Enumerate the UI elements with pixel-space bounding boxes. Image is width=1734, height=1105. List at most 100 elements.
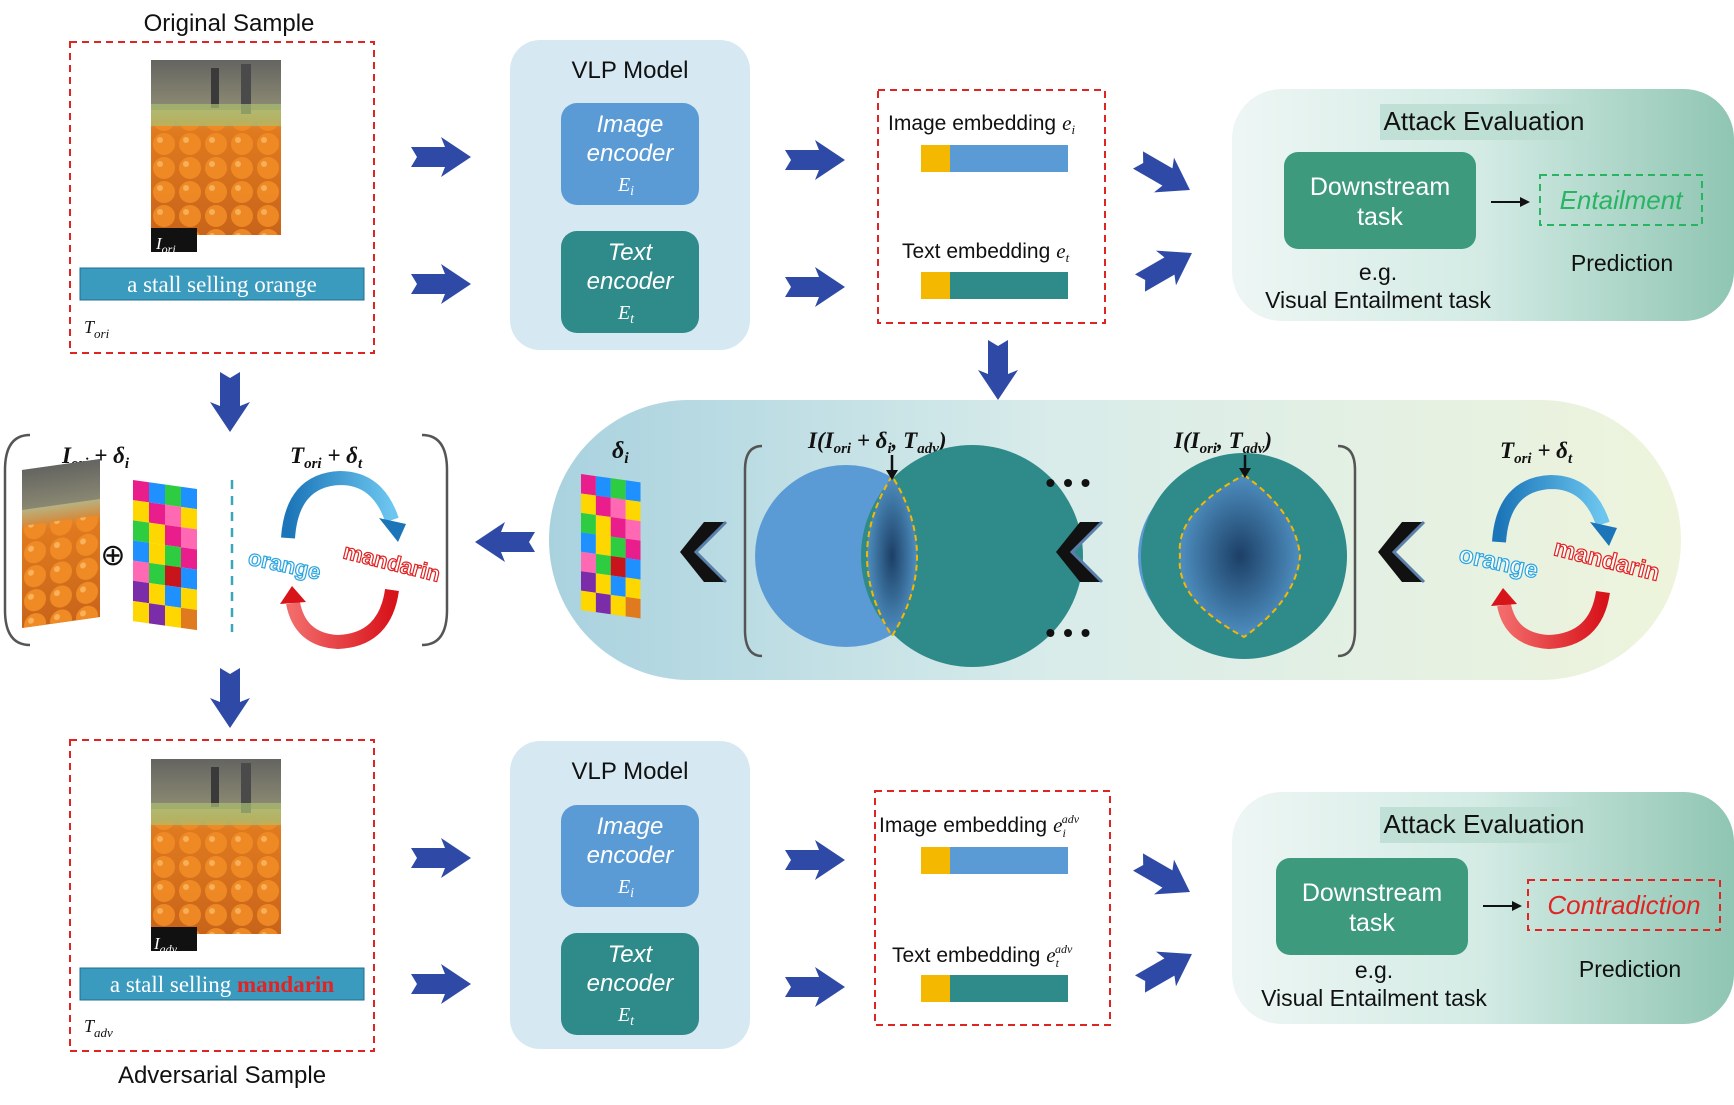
arrow-image-encoder-to-embed-bottom: [785, 840, 845, 880]
text-encoder-top-line2: encoder: [587, 268, 675, 295]
original-text-label: Tori: [84, 317, 110, 341]
arrow-text-to-vlp-bottom: [411, 964, 471, 1004]
vlp-bottom-title: VLP Model: [572, 758, 689, 785]
perturb-blue-curve-head: [379, 518, 406, 542]
pipeline-patch-grid: [581, 474, 641, 619]
prediction-label-bottom: Prediction: [1579, 956, 1681, 982]
downstream-task-top-line1: Downstream: [1310, 173, 1450, 201]
perturb-red-curve: [286, 588, 399, 650]
mi-label-1: I(Iori + δi, Tadv): [807, 428, 947, 457]
downstream-task-top-line2: task: [1357, 203, 1403, 231]
image-embedding-bottom-bar: [950, 847, 1068, 874]
adversarial-text-label: Tadv: [84, 1016, 113, 1040]
image-embedding-bottom-bar-head: [921, 847, 950, 874]
arrow-image-embed-to-eval-top: [1128, 142, 1200, 208]
venn1-text-circle: [861, 445, 1083, 667]
arrow-original-to-perturb: [210, 372, 250, 432]
venn2-intersection: [1178, 473, 1302, 639]
prediction-box-top: [1539, 174, 1703, 226]
image-encoder-top-line2: encoder: [587, 140, 675, 167]
arrow-pipeline-to-perturb: [475, 522, 535, 562]
image-encoder-top-symbol: Ei: [617, 174, 634, 199]
text-encoder-bottom-line1: Text: [608, 941, 654, 968]
eg-task-top: Visual Entailment task: [1265, 287, 1491, 313]
arrow-perturb-to-adversarial: [210, 668, 250, 728]
original-image-label: Iori: [155, 234, 176, 256]
image-encoder-top: [561, 103, 699, 205]
attack-eval-top-title: Attack Evaluation: [1384, 106, 1585, 136]
perturb-word-orange: orange: [246, 545, 323, 585]
delta-i-label: δi: [612, 438, 629, 467]
text-embedding-top-bar-head: [921, 272, 950, 299]
adversarial-sample-box: [69, 739, 375, 1052]
mi-label-2: I(Iori, Tadv): [1173, 428, 1272, 457]
image-embedding-top-bar-head: [921, 145, 950, 172]
pipeline-red-curve: [1497, 590, 1610, 650]
original-sample-box: [69, 41, 375, 354]
arrow-text-encoder-to-embed-bottom: [785, 967, 845, 1007]
embedding-box-top: [877, 89, 1106, 324]
arrow-image-encoder-to-embed-top: [785, 140, 845, 180]
eg-bottom: e.g.: [1355, 957, 1393, 983]
perturb-red-curve-head: [280, 586, 306, 604]
arrow-text-encoder-to-embed-top: [785, 267, 845, 307]
venn1-intersection: [866, 474, 918, 638]
arrow-text-to-vlp-top: [411, 264, 471, 304]
prediction-box-bottom: [1527, 879, 1721, 931]
perturb-patch-grid: [133, 480, 197, 631]
embedding-box-bottom: [874, 790, 1111, 1026]
text-encoder-top: [561, 231, 699, 333]
eg-top: e.g.: [1359, 259, 1397, 285]
arrow-image-embed-to-eval-bottom: [1128, 844, 1200, 910]
adversarial-caption-bar: [79, 967, 365, 1001]
arrow-image-to-vlp-bottom: [411, 838, 471, 878]
adversarial-caption: a stall selling mandarin: [110, 972, 334, 997]
perturb-text-label: Tori + δt: [290, 443, 363, 472]
attack-eval-bottom-title-bg: [1380, 807, 1590, 843]
text-embedding-top-bar: [950, 272, 1068, 299]
image-encoder-bottom-line2: encoder: [587, 842, 675, 869]
eg-task-bottom: Visual Entailment task: [1261, 985, 1487, 1011]
attack-eval-bottom-title: Attack Evaluation: [1384, 809, 1585, 839]
vlp-top-title: VLP Model: [572, 57, 689, 84]
arrow-text-embed-to-eval-bottom: [1130, 936, 1202, 1002]
mi-left-bracket: [743, 444, 763, 658]
image-embedding-top-bar: [950, 145, 1068, 172]
text-encoder-bottom-line2: encoder: [587, 970, 675, 997]
venn1-pointer-head: [886, 470, 898, 480]
original-image: [151, 60, 281, 252]
arrow-text-embed-to-eval-top: [1130, 235, 1202, 301]
prediction-label-top: Prediction: [1571, 250, 1673, 276]
pipeline-blue-curve: [1492, 474, 1610, 543]
attack-evaluation-bottom: [1232, 792, 1734, 1024]
dots-top: • • •: [1046, 467, 1091, 498]
arrow-embed-to-pipeline: [978, 340, 1018, 400]
image-encoder-bottom-symbol: Ei: [617, 876, 634, 901]
text-encoder-bottom-symbol: Et: [617, 1004, 635, 1029]
arrow-image-to-vlp-top: [411, 137, 471, 177]
downstream-task-bottom-line2: task: [1349, 909, 1395, 937]
oplus-symbol: ⊕: [100, 539, 125, 572]
downstream-task-bottom: [1276, 858, 1468, 955]
image-encoder-bottom: [561, 805, 699, 907]
pipeline-red-curve-head: [1491, 588, 1517, 606]
arrow-task-to-prediction-bottom-head: [1512, 901, 1522, 911]
original-caption-bar: [79, 267, 365, 301]
pipeline-text-label: Tori + δt: [1500, 438, 1573, 467]
prediction-value-bottom: Contradiction: [1547, 890, 1700, 920]
mi-right-bracket: [1337, 444, 1357, 658]
attack-evaluation-top: [1232, 89, 1734, 321]
prediction-value-top: Entailment: [1560, 185, 1685, 215]
original-caption: a stall selling orange: [127, 272, 317, 297]
text-encoder-top-line1: Text: [608, 239, 654, 266]
perturb-blue-curve: [281, 470, 399, 539]
downstream-task-bottom-line1: Downstream: [1302, 879, 1442, 907]
arrow-task-to-prediction-top-head: [1520, 197, 1530, 207]
perturb-word-mandarin: mandarin: [341, 539, 443, 587]
venn2-pointer-head: [1239, 468, 1251, 478]
